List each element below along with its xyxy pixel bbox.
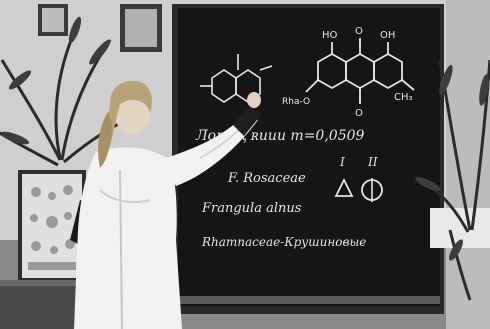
- wall-frame-small-inner: [42, 8, 64, 32]
- chalk-line-2: F. Rosaceae: [227, 171, 306, 186]
- chalk-sub-o-top: O: [355, 26, 363, 37]
- chalk-structure-right: [305, 38, 415, 104]
- chalk-sub-rha: Rha-O: [282, 97, 310, 107]
- chalk-line-3: Frangula alnus: [201, 201, 302, 216]
- chalk-sub-o-bottom: O: [355, 108, 363, 119]
- chalk-triangle: [334, 177, 354, 197]
- chalk-sub-oh: OH: [380, 30, 395, 41]
- chalk-sub-ho: HO: [322, 30, 338, 41]
- table-top: [0, 280, 110, 286]
- student-figure: [70, 81, 262, 329]
- chalk-sub-ch3: CH₃: [394, 92, 413, 103]
- chalk-marker-2: II: [367, 155, 378, 169]
- chalk-structure-left: [200, 54, 273, 103]
- right-wall: [446, 0, 490, 329]
- plant-right-leaves: [415, 64, 489, 261]
- wall-frame-large-inner: [125, 9, 157, 47]
- chalk-marker-1: I: [339, 155, 345, 169]
- poster-illustrations: [28, 185, 76, 270]
- chalk-tray: [178, 296, 440, 304]
- chalk-line-4: Rhamnaceae-Крушиновые: [201, 235, 366, 249]
